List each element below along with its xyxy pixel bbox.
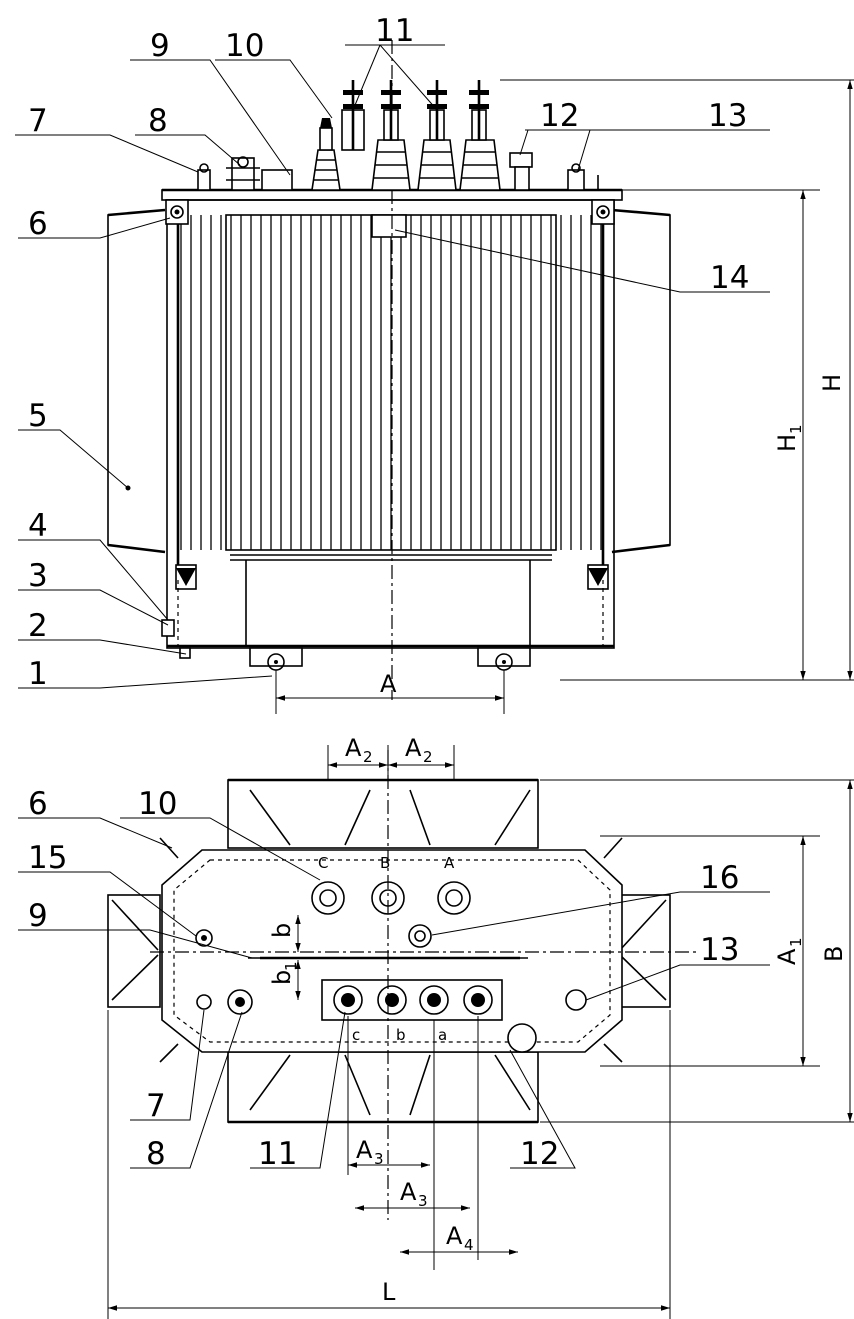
dim-A4: A 4 xyxy=(446,1222,474,1254)
callout-top-15: 15 xyxy=(28,840,67,876)
svg-text:2: 2 xyxy=(423,748,433,766)
dim-A2-right: A 2 xyxy=(405,734,433,766)
callout-11: 11 xyxy=(375,13,414,49)
lv-label-b: b xyxy=(396,1026,406,1044)
lv-label-c: c xyxy=(352,1026,360,1044)
wheel-right xyxy=(477,647,531,671)
callout-top-11: 11 xyxy=(258,1136,297,1172)
svg-text:A: A xyxy=(405,734,422,762)
callout-7: 7 xyxy=(28,103,48,139)
dim-A3-upper: A 3 xyxy=(356,1136,384,1168)
radiator-braces xyxy=(111,789,667,1116)
lv-bushings-top xyxy=(333,985,493,1015)
lifting-lugs-top xyxy=(159,837,623,1063)
fitting-12-top xyxy=(507,1023,537,1053)
dim-L: L xyxy=(382,1278,396,1306)
lifting-lug-right xyxy=(591,199,615,225)
radiator-right xyxy=(617,894,671,1008)
fitting-8-top xyxy=(227,989,253,1015)
dim-A3-lower: A 3 xyxy=(400,1178,428,1210)
dim-A1: A 1 xyxy=(773,937,805,965)
radiator-top xyxy=(227,779,539,849)
svg-text:3: 3 xyxy=(374,1150,384,1168)
lv-bushing-plate xyxy=(321,979,503,1021)
radiator-left xyxy=(107,894,161,1008)
fitting-7-top xyxy=(196,994,212,1010)
cover-fitting-7 xyxy=(197,163,211,191)
front-leaders xyxy=(15,44,770,689)
svg-text:4: 4 xyxy=(464,1236,474,1254)
callout-4: 4 xyxy=(28,508,48,544)
front-callout-labels: 1 2 3 4 5 6 7 8 9 10 11 12 13 14 xyxy=(28,13,749,692)
callout-6: 6 xyxy=(28,206,48,242)
wheel-left xyxy=(249,647,303,671)
svg-text:A: A xyxy=(345,734,362,762)
cover-fitting-12 xyxy=(509,152,533,191)
svg-text:A: A xyxy=(446,1222,463,1250)
svg-text:A: A xyxy=(356,1136,373,1164)
right-radiator xyxy=(611,209,671,553)
cover-fitting-13 xyxy=(567,163,599,191)
fitting-15 xyxy=(195,929,213,947)
left-radiator xyxy=(107,209,166,553)
callout-13: 13 xyxy=(708,98,747,134)
callout-3: 3 xyxy=(28,558,48,594)
hv-label-A: A xyxy=(444,854,455,872)
callout-9: 9 xyxy=(150,28,170,64)
svg-text:3: 3 xyxy=(418,1192,428,1210)
tank-outline-top xyxy=(161,849,623,1053)
cover-fitting-8 xyxy=(226,156,260,191)
cover-fitting-9 xyxy=(261,169,293,191)
callout-12: 12 xyxy=(540,98,579,134)
lifting-lug-left xyxy=(165,199,189,225)
hv-label-B: B xyxy=(380,854,390,872)
svg-text:b: b xyxy=(268,970,296,985)
callout-top-8: 8 xyxy=(146,1136,166,1172)
top-view: C B A c b a A 2 xyxy=(18,734,854,1319)
front-view: 1 2 3 4 5 6 7 8 9 10 11 12 13 14 A H H 1 xyxy=(15,13,854,714)
callout-1: 1 xyxy=(28,656,48,692)
nameplate xyxy=(371,214,407,238)
svg-text:A: A xyxy=(400,1178,417,1206)
lv-label-a: a xyxy=(438,1026,447,1044)
tank-body xyxy=(166,199,615,649)
hv-bushing-1 xyxy=(311,118,341,191)
callout-8: 8 xyxy=(148,103,168,139)
top-callout-labels: 6 10 15 9 16 13 7 8 11 12 xyxy=(28,786,739,1172)
callout-top-13: 13 xyxy=(700,932,739,968)
dim-B: B xyxy=(820,946,848,962)
lv-studs xyxy=(341,80,489,151)
callout-top-12: 12 xyxy=(520,1136,559,1172)
svg-text:1: 1 xyxy=(787,937,805,947)
hv-label-C: C xyxy=(318,854,328,872)
callout-10: 10 xyxy=(225,28,264,64)
callout-14: 14 xyxy=(710,260,749,296)
svg-text:A: A xyxy=(773,948,801,965)
radiator-bottom xyxy=(227,1051,539,1123)
svg-text:1: 1 xyxy=(787,424,805,434)
svg-text:H: H xyxy=(773,434,801,452)
dim-H: H xyxy=(818,374,846,392)
callout-2: 2 xyxy=(28,608,48,644)
dim-b1: b 1 xyxy=(268,961,300,985)
callout-5: 5 xyxy=(28,398,48,434)
callout-top-7: 7 xyxy=(146,1088,166,1124)
dim-H1: H 1 xyxy=(773,424,805,452)
svg-text:2: 2 xyxy=(363,748,373,766)
dim-A2-left: A 2 xyxy=(345,734,373,766)
callout-top-16: 16 xyxy=(700,860,739,896)
dim-A-front: A xyxy=(380,670,397,698)
top-leaders xyxy=(18,817,770,1169)
callout-top-6: 6 xyxy=(28,786,48,822)
callout-top-9: 9 xyxy=(28,898,48,934)
callout-top-10: 10 xyxy=(138,786,177,822)
hv-bushings-top xyxy=(311,881,471,915)
svg-text:1: 1 xyxy=(282,961,300,971)
fitting-16 xyxy=(408,924,432,948)
dim-b: b xyxy=(268,923,296,938)
